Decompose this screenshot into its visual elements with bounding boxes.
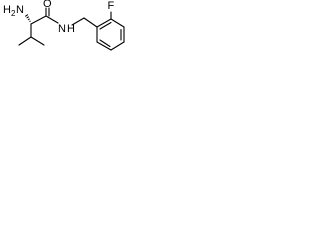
amide-nitrogen-label: N [58,23,66,35]
bond-benzyl-ring [83,17,98,28]
bond-alpha-carbonyl [30,15,47,25]
bond-nitrogen-benzyl [71,17,85,26]
carbonyl-oxygen-label: O [43,0,52,10]
amine-hydrogen-label: H [3,4,11,16]
amide-hydrogen-label: H [67,23,75,35]
bond-carbonyl-nitrogen [45,15,59,24]
bond-isopropyl-methyl-right [30,36,45,46]
molecule-structure-diagram: H 2 N O N H F [3,0,125,51]
hashed-wedge-bond [24,14,31,22]
bond-isopropyl-methyl-left [18,36,32,46]
amine-hydrogen-subscript: 2 [11,9,16,18]
benzene-ring [96,18,125,51]
amine-nitrogen-label: N [16,4,24,16]
fluorine-label: F [108,0,115,12]
